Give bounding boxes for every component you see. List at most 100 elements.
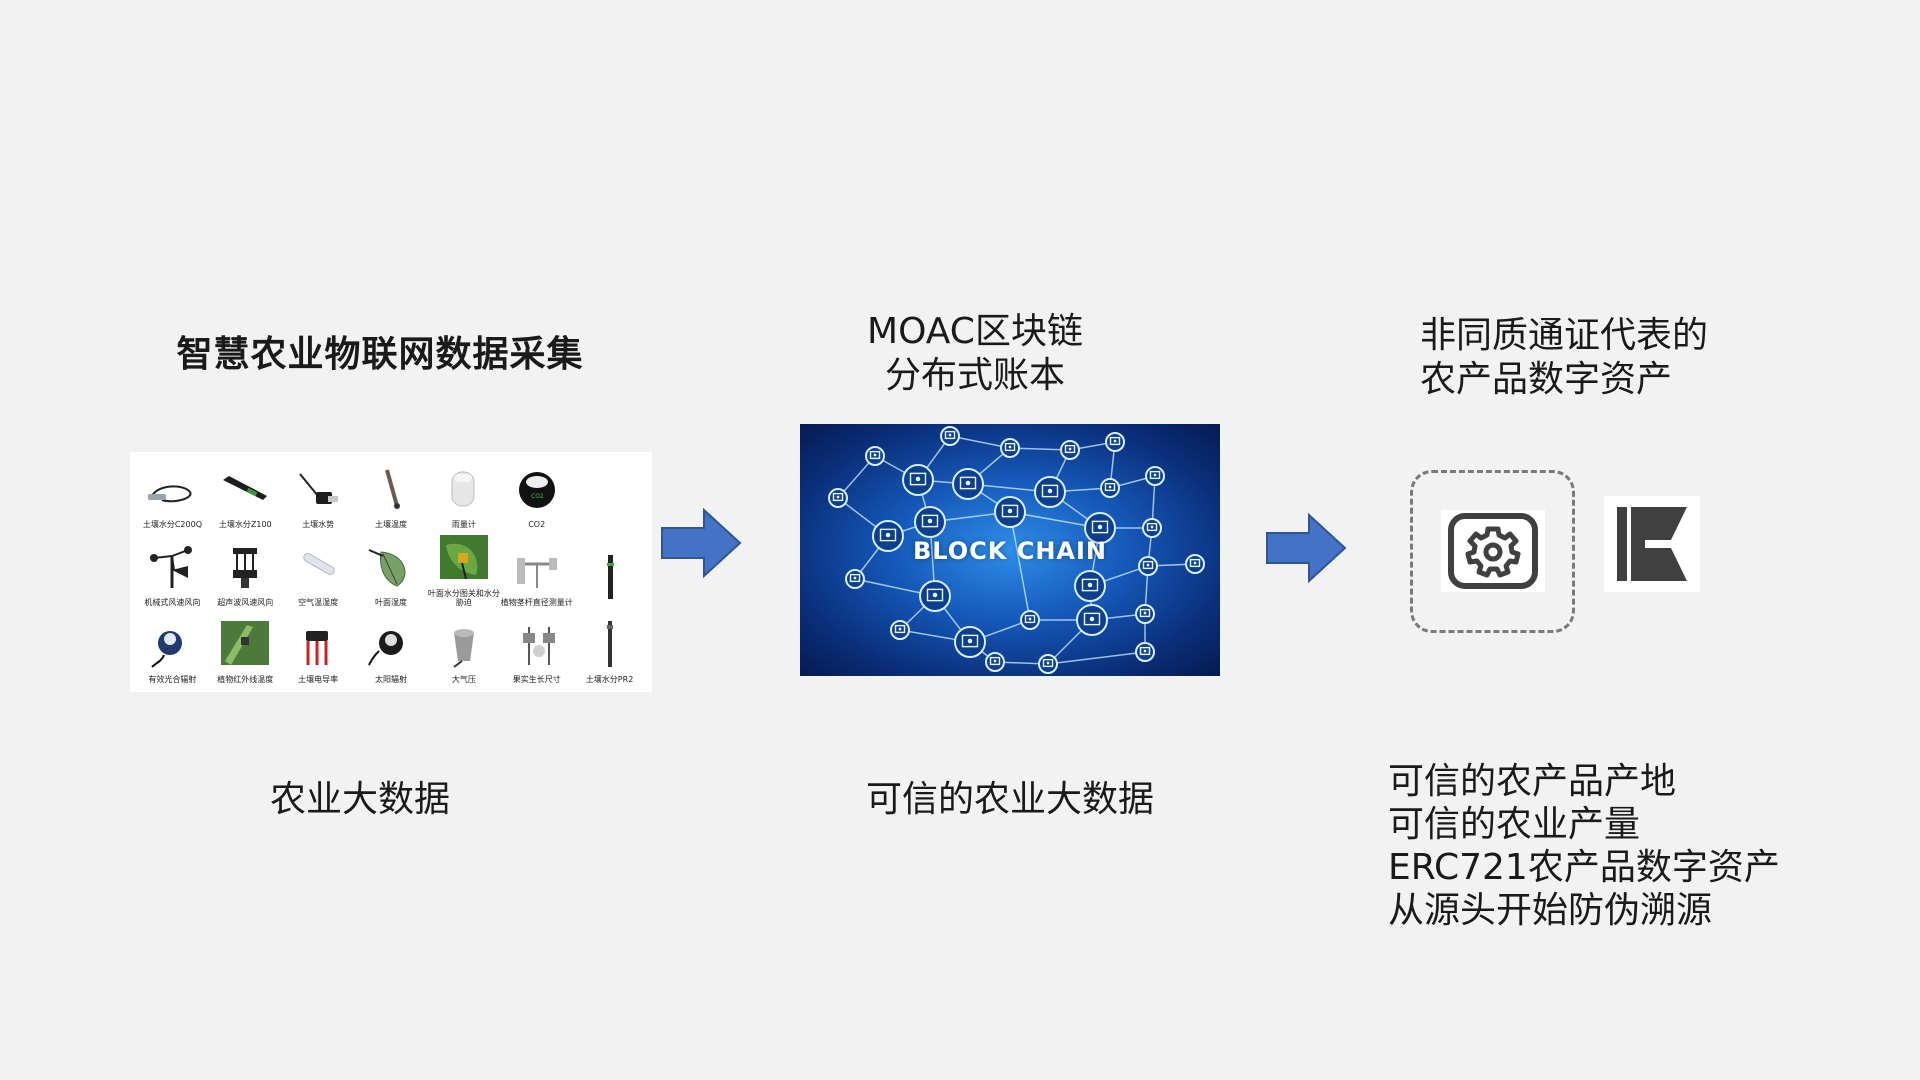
network-node [952,468,984,500]
sensor-item: 大气压 [427,611,500,688]
network-node [1135,642,1155,662]
flow-arrow-right-icon [660,508,742,578]
network-node [902,464,934,496]
sensor-label: 超声波风速风向 [217,597,274,607]
network-node [919,580,951,612]
benefit-item-origin: 可信的农产品产地 [1388,761,1677,802]
network-node [845,569,865,589]
sensor-label: 空气温湿度 [298,597,339,607]
network-node [1076,604,1108,636]
sensor-item: 超声波风速风向 [209,533,282,610]
sensor-item: 植物红外线温度 [209,611,282,688]
gear-tile [1441,510,1545,592]
sensor-item: 土壤水势 [282,456,355,533]
sensor-label: 植物茎杆直径测量计 [500,597,573,607]
sensor-label: 太阳辐射 [374,675,407,684]
solar-radiation-icon [363,621,419,673]
probe-cable-icon [144,466,200,518]
agri-big-data-label: 农业大数据 [269,779,450,820]
rain-gauge-icon [436,466,492,518]
network-node [940,426,960,446]
flow-arrow-right-icon [1265,513,1347,583]
sensor-label: 有效光合辐射 [148,675,197,684]
conductivity-icon [290,621,346,673]
long-probe-icon [582,553,638,605]
par-sensor-icon [144,621,200,673]
sensor-item: 植物茎杆直径测量计 [500,533,573,610]
network-node [994,496,1026,528]
sensor-label: 土壤水分Z100 [218,520,272,530]
network-node [1135,604,1155,624]
sensor-item: 叶面湿度 [355,533,428,610]
sensor-item: 雨量计 [427,456,500,533]
stem-gauge-icon [509,544,565,596]
tensiometer-icon [290,466,346,518]
block-chain-text: BLOCK CHAIN [913,537,1107,565]
nft-title-line-2: 农产品数字资产 [1420,359,1673,400]
sensor-item: 叶面水分图关和水分胁迫 [427,533,500,610]
network-node [890,620,910,640]
svg-text:CO2: CO2 [531,493,544,500]
sensor-item: 有效光合辐射 [136,611,209,688]
sensor-item [573,456,646,533]
sensor-item: 太阳辐射 [355,611,428,688]
network-node [985,652,1005,672]
network-node [1142,518,1162,538]
benefit-item-traceability: 从源头开始防伪溯源 [1388,890,1713,931]
fruit-growth-icon [509,621,565,673]
sensor-item: 空气温湿度 [282,533,355,610]
network-node [865,446,885,466]
gear-icon [1448,513,1538,589]
sensor-label: CO2 [528,520,546,530]
blockchain-title-line-2: 分布式账本 [884,355,1065,396]
ultrasonic-wind-icon [217,544,273,596]
air-humidity-icon [290,544,346,596]
network-node [1084,512,1116,544]
network-node [1105,432,1125,452]
sensor-item: 土壤水分PR2 [573,611,646,688]
barometer-icon [436,621,492,673]
leaf-photo-icon [436,534,492,587]
sensor-item [573,533,646,610]
sensor-label: 叶面湿度 [374,597,407,607]
network-node [1138,556,1158,576]
network-link [949,435,1011,449]
benefit-item-yield: 可信的农业产量 [1388,804,1641,845]
token-flag-tile [1604,496,1700,592]
network-link [1009,511,1031,621]
sensor-item: 果实生长尺寸 [500,611,573,688]
network-link [1047,651,1146,665]
sensor-label: 土壤温度 [374,520,407,530]
nft-title-line-1: 非同质通证代表的 [1420,315,1709,356]
sensor-label: 植物红外线温度 [217,675,274,684]
soil-probe-icon [217,466,273,518]
network-node [1000,438,1020,458]
blockchain-network-image: BLOCK CHAIN [800,424,1220,676]
token-placeholder-frame [1410,470,1575,633]
temperature-probe-icon [363,466,419,518]
network-node [1020,610,1040,630]
sensor-item: 土壤水分Z100 [209,456,282,533]
sensor-item: 土壤温度 [355,456,428,533]
co2-sensor-icon: CO2 [509,466,565,518]
anemometer-icon [144,544,200,596]
blockchain-title-line-1: MOAC区块链 [867,311,1083,352]
network-node [828,488,848,508]
benefit-item-erc721: ERC721农产品数字资产 [1388,847,1780,888]
sensor-label: 土壤水分PR2 [585,675,634,684]
network-graph [828,426,1205,674]
network-node [1074,570,1106,602]
blockchain-ledger-title: MOAC区块链 分布式账本 [820,310,1130,398]
benefit-list: 可信的农产品产地 可信的农业产量 ERC721农产品数字资产 从源头开始防伪溯源 [1388,760,1788,932]
network-node [1100,478,1120,498]
network-node [1038,654,1058,674]
nft-asset-title: 非同质通证代表的 农产品数字资产 [1420,314,1780,402]
sensor-item: 土壤水分C200Q [136,456,209,533]
sensor-label: 叶面水分图关和水分胁迫 [427,588,500,607]
network-node [914,506,946,538]
leaf-wetness-icon [363,544,419,596]
sensor-item: 机械式风速风向 [136,533,209,610]
sensor-label: 大气压 [451,675,476,684]
